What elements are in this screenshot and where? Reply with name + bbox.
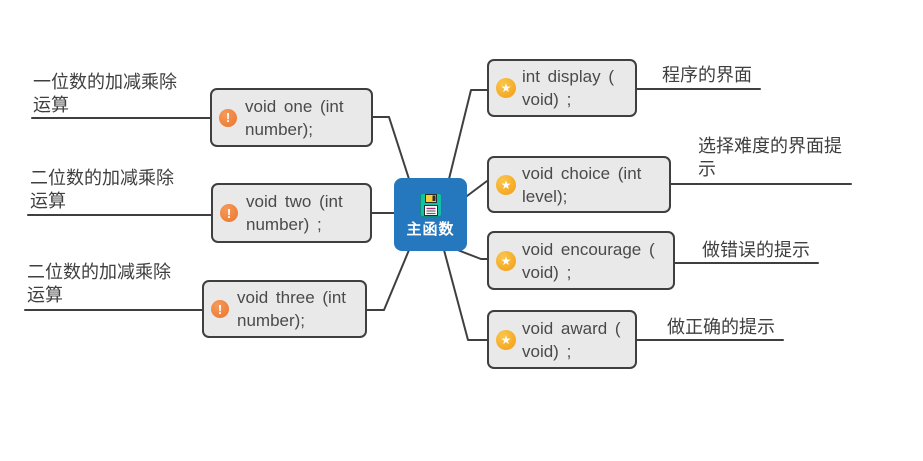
topic-code-text: void choice (int level); <box>522 163 642 206</box>
topic-code-text: void encourage ( void) ; <box>522 239 655 282</box>
exclamation-marker-icon[interactable]: ! <box>211 300 229 318</box>
star-marker-icon[interactable]: ★ <box>496 250 516 271</box>
topic-void-two[interactable]: ! void two (int number) ; <box>211 183 372 243</box>
floppy-disk-icon[interactable] <box>418 192 444 218</box>
star-marker-icon[interactable]: ★ <box>496 329 516 350</box>
connector-line <box>366 249 410 311</box>
star-marker-icon[interactable]: ★ <box>496 174 516 195</box>
topic-code-text: void one (int number); <box>245 96 344 139</box>
label-difficulty-selection-prompt[interactable]: 选择难度的界面提 示 <box>698 136 842 179</box>
connector-line <box>372 116 410 180</box>
topic-code-text: int display ( void) ; <box>522 67 614 109</box>
topic-void-three[interactable]: ! void three (int number); <box>202 280 367 338</box>
exclamation-marker-icon[interactable]: ! <box>220 204 238 222</box>
topic-code-text: void three (int number); <box>237 288 346 330</box>
topic-void-encourage[interactable]: ★ void encourage ( void) ; <box>487 231 675 290</box>
label-program-interface[interactable]: 程序的界面 <box>662 65 752 85</box>
label-two-digit-operations[interactable]: 二位数的加减乘除 运算 <box>30 168 174 211</box>
root-topic[interactable]: 主函数 <box>394 178 467 251</box>
label-one-digit-operations[interactable]: 一位数的加减乘除 运算 <box>33 72 177 115</box>
topic-void-award[interactable]: ★ void award ( void) ; <box>487 310 637 369</box>
topic-void-one[interactable]: ! void one (int number); <box>210 88 373 147</box>
topic-code-text: void two (int number) ; <box>246 192 343 234</box>
root-topic-label: 主函数 <box>406 220 455 238</box>
label-correct-answer-prompt[interactable]: 做正确的提示 <box>667 317 775 337</box>
connector-line <box>466 180 488 197</box>
topic-code-text: void award ( void) ; <box>522 318 621 361</box>
topic-int-display[interactable]: ★ int display ( void) ; <box>487 59 637 117</box>
label-wrong-answer-prompt[interactable]: 做错误的提示 <box>702 240 810 260</box>
topic-void-choice[interactable]: ★ void choice (int level); <box>487 156 671 213</box>
connector-line <box>443 249 489 341</box>
star-marker-icon[interactable]: ★ <box>496 78 516 98</box>
exclamation-marker-icon[interactable]: ! <box>219 108 237 127</box>
connector-line <box>448 89 489 180</box>
label-two-digit-operations-2[interactable]: 二位数的加减乘除 运算 <box>27 262 171 305</box>
connector-line <box>454 248 489 260</box>
